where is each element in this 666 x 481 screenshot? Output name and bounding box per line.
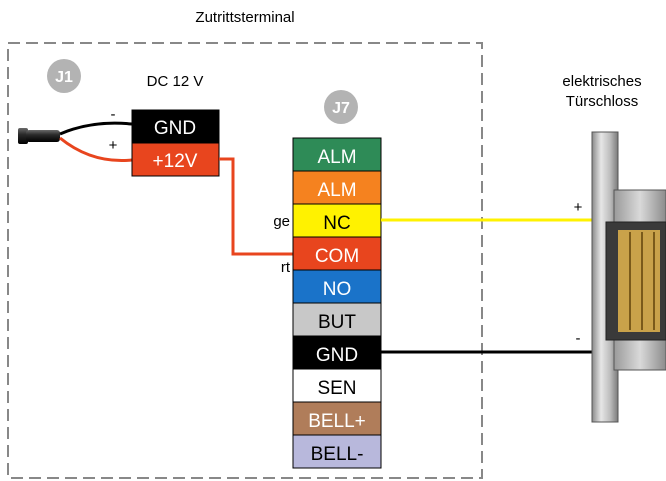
j7-terminal-0-label: ALM xyxy=(317,147,356,168)
j7-terminal-7-label: SEN xyxy=(317,378,356,399)
j1-black-wire xyxy=(59,121,133,136)
j7-terminal-2-label: NC xyxy=(323,213,350,234)
wire-label-ge: ge xyxy=(273,213,290,230)
j7-terminal-9-label: BELL- xyxy=(311,444,364,465)
j7-terminal-6-label: GND xyxy=(316,345,358,366)
j1-terminal-12v-label: +12V xyxy=(153,151,198,172)
j7-terminal-2 xyxy=(292,203,382,238)
lock-minus-sign: - xyxy=(576,330,581,347)
terminal-frame xyxy=(7,42,483,479)
j7-badge: J7 xyxy=(324,90,358,124)
j7-terminal-6 xyxy=(292,335,382,370)
j1-plus-sign: + xyxy=(109,137,118,154)
j7-terminal-7 xyxy=(292,368,382,403)
j1-minus-sign: - xyxy=(111,106,116,123)
j1-badge: J1 xyxy=(47,59,81,93)
j1-terminal-gnd-label: GND xyxy=(154,118,196,139)
j1-terminal-12v: +12V xyxy=(131,142,220,177)
lock-title-line2: Türschloss xyxy=(566,93,639,110)
j7-badge-label: J7 xyxy=(332,100,350,117)
j1-connector: GND +12V xyxy=(131,109,220,177)
j7-terminal-1-label: ALM xyxy=(317,180,356,201)
wire-label-rt: rt xyxy=(281,259,291,276)
j7-terminal-5 xyxy=(292,302,382,337)
power-plug-icon xyxy=(18,128,60,144)
supply-label: DC 12 V xyxy=(147,73,204,90)
j7-terminal-3 xyxy=(292,236,382,271)
lock-title-line1: elektrisches xyxy=(562,73,641,90)
lock-plus-sign: + xyxy=(574,199,583,216)
j7-terminal-1 xyxy=(292,170,382,205)
j7-terminal-3-label: COM xyxy=(315,246,359,267)
j7-terminal-0 xyxy=(292,137,382,172)
red-wire-12v-to-com xyxy=(219,157,293,256)
j7-terminal-4 xyxy=(292,269,382,304)
j7-terminal-9 xyxy=(292,434,382,469)
j1-badge-label: J1 xyxy=(55,69,73,86)
j1-terminal-gnd: GND xyxy=(131,109,220,144)
door-lock-icon xyxy=(591,131,666,423)
j7-terminal-8-label: BELL+ xyxy=(308,411,366,432)
j7-terminal-5-label: BUT xyxy=(318,312,356,333)
j1-red-wire xyxy=(59,136,133,163)
j7-connector: ALM ALM NC COM NO BUT GND SEN BELL+ BELL… xyxy=(292,137,382,469)
terminal-title: Zutrittsterminal xyxy=(195,9,294,26)
j7-terminal-4-label: NO xyxy=(323,279,352,300)
j7-terminal-8 xyxy=(292,401,382,436)
